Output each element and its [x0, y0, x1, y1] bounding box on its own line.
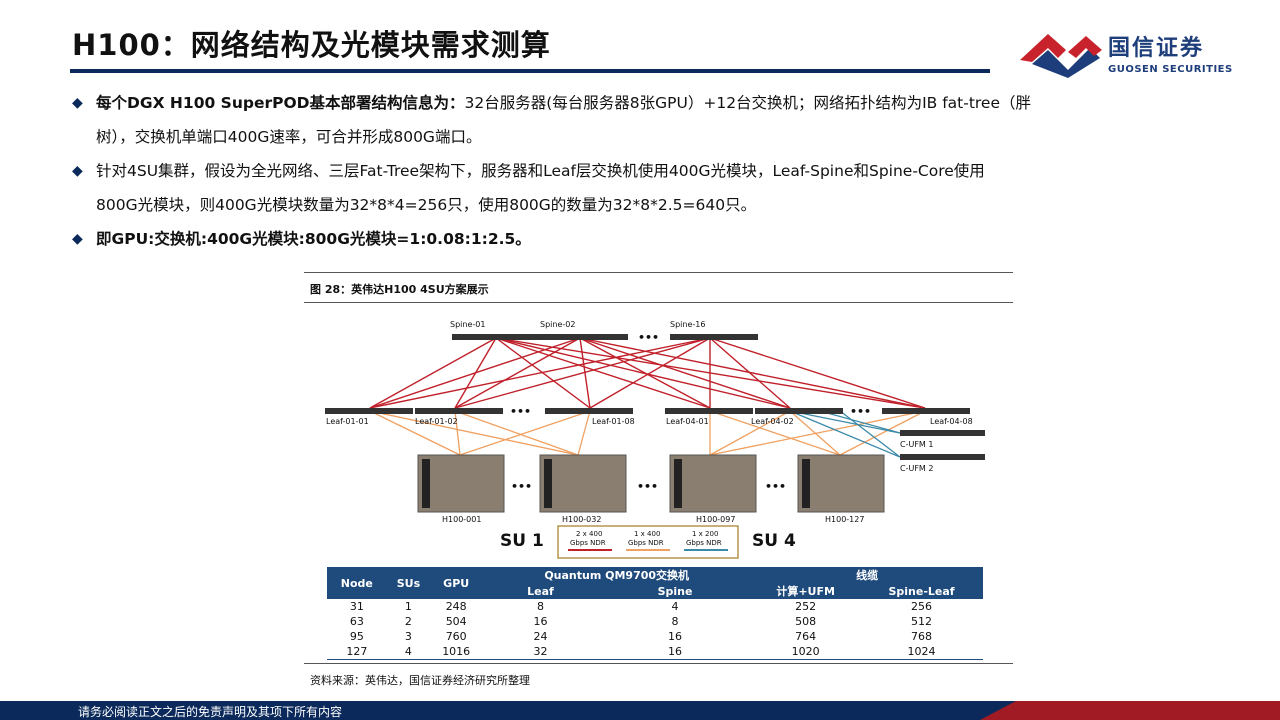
leaf-label: Leaf-04-02 [751, 417, 794, 426]
bullet-lead: 每个DGX H100 SuperPOD基本部署结构信息为： [96, 94, 465, 112]
bullet-text: 树），交换机单端口400G速率，可合并形成800G端口。 [96, 128, 482, 146]
bullet-text: 800G光模块，则400G光模块数量为32*8*4=256只，使用800G的数量… [96, 196, 757, 214]
footer-disclaimer: 请务必阅读正文之后的免责声明及其项下所有内容 [78, 705, 343, 719]
title-underline [70, 69, 990, 73]
ellipsis: ••• [765, 480, 786, 493]
col-spine-leaf: Spine-Leaf [860, 583, 983, 599]
bullet-item: ◆ 即GPU:交换机:400G光模块:800G光模块=1:0.08:1:2.5。 [72, 222, 1192, 256]
leaf-label: Leaf-01-01 [326, 417, 369, 426]
col-leaf: Leaf [482, 583, 599, 599]
col-group-cable: 线缆 [751, 567, 983, 583]
col-sus: SUs [386, 567, 431, 599]
col-node: Node [327, 567, 387, 599]
su-label: SU 4 [752, 531, 796, 551]
bullet-list: ◆ 每个DGX H100 SuperPOD基本部署结构信息为：32台服务器(每台… [72, 86, 1192, 256]
legend-line2: Gbps NDR [686, 539, 722, 547]
col-group-switch: Quantum QM9700交换机 [482, 567, 752, 583]
figure-caption: 图 28：英伟达H100 4SU方案展示 [310, 283, 489, 296]
spine-switch [670, 334, 758, 340]
figure-source: 资料来源：英伟达，国信证券经济研究所整理 [310, 674, 530, 687]
su-label: SU 1 [500, 531, 544, 551]
bullet-item: ◆ 针对4SU集群，假设为全光网络、三层Fat-Tree架构下，服务器和Leaf… [72, 154, 1192, 222]
server-label: H100-127 [825, 515, 864, 524]
leaf-label: Leaf-04-08 [930, 417, 973, 426]
logo-text-cn: 国信证券 [1108, 36, 1205, 61]
spine-label: Spine-16 [670, 320, 705, 329]
ufm-label: C-UFM 2 [900, 464, 933, 473]
leaf-switch [882, 408, 970, 414]
footer-bar [0, 701, 1280, 720]
leaf-label: Leaf-01-08 [592, 417, 635, 426]
link-legend: 2 x 400 Gbps NDR 1 x 400 Gbps NDR 1 x 20… [557, 525, 739, 559]
logo-text-en: GUOSEN SECURITIES [1108, 64, 1233, 75]
col-gpu: GPU [430, 567, 483, 599]
legend-line1: 1 x 200 [692, 530, 718, 538]
spine-leaf-links [369, 337, 926, 409]
legend-line1: 2 x 400 [576, 530, 602, 538]
server-label: H100-097 [696, 515, 735, 524]
spine-switch [540, 334, 628, 340]
spine-switch [452, 334, 540, 340]
spine-label: Spine-01 [450, 320, 485, 329]
leaf-switch [545, 408, 633, 414]
bullet-item: ◆ 每个DGX H100 SuperPOD基本部署结构信息为：32台服务器(每台… [72, 86, 1192, 154]
leaf-switch [325, 408, 413, 414]
diamond-bullet-icon: ◆ [72, 163, 83, 179]
bullet-text: 32台服务器(每台服务器8张GPU）+12台交换机；网络拓扑结构为IB fat-… [464, 94, 1032, 112]
col-compute-ufm: 计算+UFM [751, 583, 861, 599]
legend-line2: Gbps NDR [570, 539, 606, 547]
server-label: H100-032 [562, 515, 601, 524]
ufm-label: C-UFM 1 [900, 440, 933, 449]
footer-accent [980, 701, 1280, 720]
figure-bottom-rule [304, 663, 1013, 664]
legend-line2: Gbps NDR [628, 539, 664, 547]
cluster-sizing-table: Node SUs GPU Quantum QM9700交换机 线缆 Leaf S… [327, 567, 983, 660]
ellipsis: ••• [510, 405, 531, 418]
spine-label: Spine-02 [540, 320, 575, 329]
server-rack [669, 454, 757, 513]
ellipsis: ••• [638, 331, 659, 344]
leaf-server-links [369, 410, 926, 456]
diamond-bullet-icon: ◆ [72, 231, 83, 247]
diamond-bullet-icon: ◆ [72, 95, 83, 111]
leaf-label: Leaf-01-02 [415, 417, 458, 426]
ellipsis: ••• [850, 405, 871, 418]
leaf-switch [415, 408, 503, 414]
figure-top-rule [304, 272, 1013, 273]
ufm-links [789, 410, 901, 458]
server-rack [539, 454, 627, 513]
bullet-text: 即GPU:交换机:400G光模块:800G光模块=1:0.08:1:2.5。 [96, 230, 531, 248]
server-label: H100-001 [442, 515, 481, 524]
ufm-unit [900, 430, 985, 436]
figure-caption-rule [304, 302, 1013, 303]
network-topology-diagram: Spine-01 Spine-02 Spine-16 ••• ••• ••• L… [325, 320, 985, 559]
ufm-unit [900, 454, 985, 460]
col-spine: Spine [598, 583, 752, 599]
ellipsis: ••• [511, 480, 532, 493]
leaf-switch [755, 408, 843, 414]
legend-line1: 1 x 400 [634, 530, 660, 538]
server-rack [417, 454, 505, 513]
bullet-text: 针对4SU集群，假设为全光网络、三层Fat-Tree架构下，服务器和Leaf层交… [96, 162, 985, 180]
leaf-switch [665, 408, 753, 414]
leaf-label: Leaf-04-01 [666, 417, 709, 426]
page-title: H100：网络结构及光模块需求测算 [72, 28, 551, 62]
guosen-logo [1020, 34, 1102, 78]
server-rack [797, 454, 885, 513]
ellipsis: ••• [637, 480, 658, 493]
